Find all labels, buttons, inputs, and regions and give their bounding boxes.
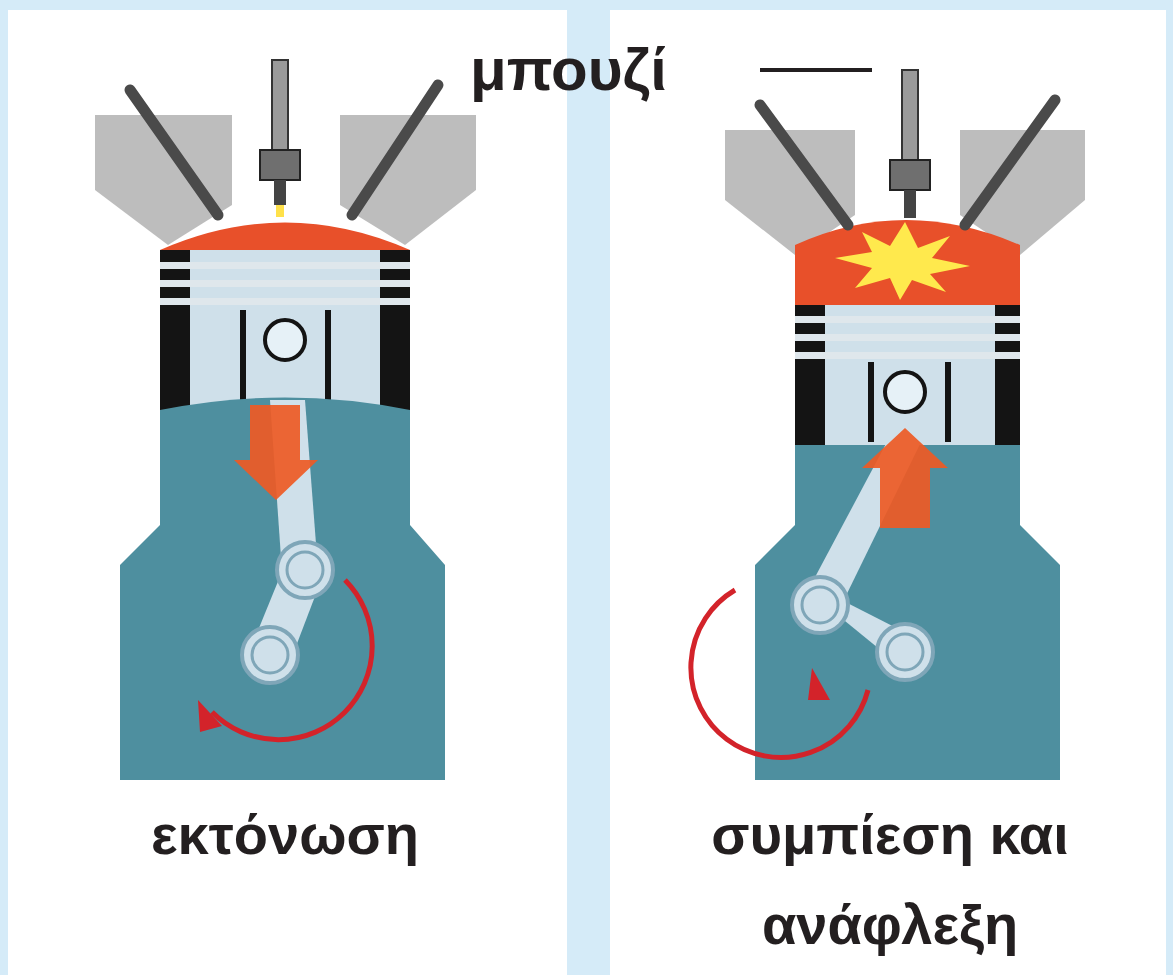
panel bbox=[610, 10, 1166, 975]
crankcase bbox=[120, 398, 445, 781]
crank-pin bbox=[802, 587, 838, 623]
motion-arrow bbox=[862, 428, 948, 528]
piston bbox=[795, 305, 1020, 445]
piston-stripe bbox=[945, 362, 951, 442]
combustion-chamber bbox=[795, 220, 1020, 305]
stroke-label: εκτόνωση bbox=[40, 790, 530, 880]
spark-plug-tip bbox=[274, 180, 286, 205]
panel bbox=[8, 10, 567, 975]
piston-pin bbox=[885, 372, 925, 412]
rotation-arrowhead bbox=[198, 700, 222, 732]
piston-face bbox=[825, 305, 995, 445]
rotation-arrow bbox=[691, 590, 868, 757]
motion-arrow bbox=[234, 405, 318, 500]
crankshaft bbox=[252, 637, 288, 673]
piston-face bbox=[190, 250, 380, 410]
piston-ring bbox=[795, 334, 1020, 341]
spark-plug-tip bbox=[904, 190, 916, 218]
valve bbox=[130, 90, 218, 215]
crank-pin bbox=[792, 577, 848, 633]
valve bbox=[965, 100, 1055, 225]
crankshaft bbox=[242, 627, 298, 683]
piston bbox=[160, 250, 410, 410]
stroke-label: συμπίεση και ανάφλεξη bbox=[625, 790, 1155, 970]
piston-stripe bbox=[868, 362, 874, 442]
piston-ring bbox=[160, 280, 410, 287]
spark-plug bbox=[272, 60, 288, 150]
valve bbox=[352, 85, 438, 215]
valve bbox=[760, 105, 848, 225]
piston-stripe bbox=[240, 310, 246, 410]
engine-right bbox=[691, 70, 1085, 780]
crank-pin bbox=[287, 552, 323, 588]
leader-line bbox=[760, 68, 872, 72]
crank-pin bbox=[277, 542, 333, 598]
combustion-chamber bbox=[160, 223, 410, 251]
ignition-flash bbox=[835, 222, 970, 300]
engine-left bbox=[95, 60, 476, 780]
piston-ring bbox=[795, 316, 1020, 323]
rotation-arrow bbox=[212, 580, 372, 740]
spark-plug-nut bbox=[260, 150, 300, 180]
piston-pin bbox=[265, 320, 305, 360]
rotation-arrowhead bbox=[808, 668, 830, 700]
spark-plug bbox=[902, 70, 918, 160]
crankshaft bbox=[887, 634, 923, 670]
piston-ring bbox=[160, 262, 410, 269]
crankshaft bbox=[877, 624, 933, 680]
piston-ring bbox=[160, 298, 410, 305]
piston-ring bbox=[795, 352, 1020, 359]
spark-plug-nut bbox=[890, 160, 930, 190]
spark bbox=[276, 205, 284, 217]
piston-stripe bbox=[325, 310, 331, 410]
part-label: μπουζί bbox=[470, 30, 760, 110]
